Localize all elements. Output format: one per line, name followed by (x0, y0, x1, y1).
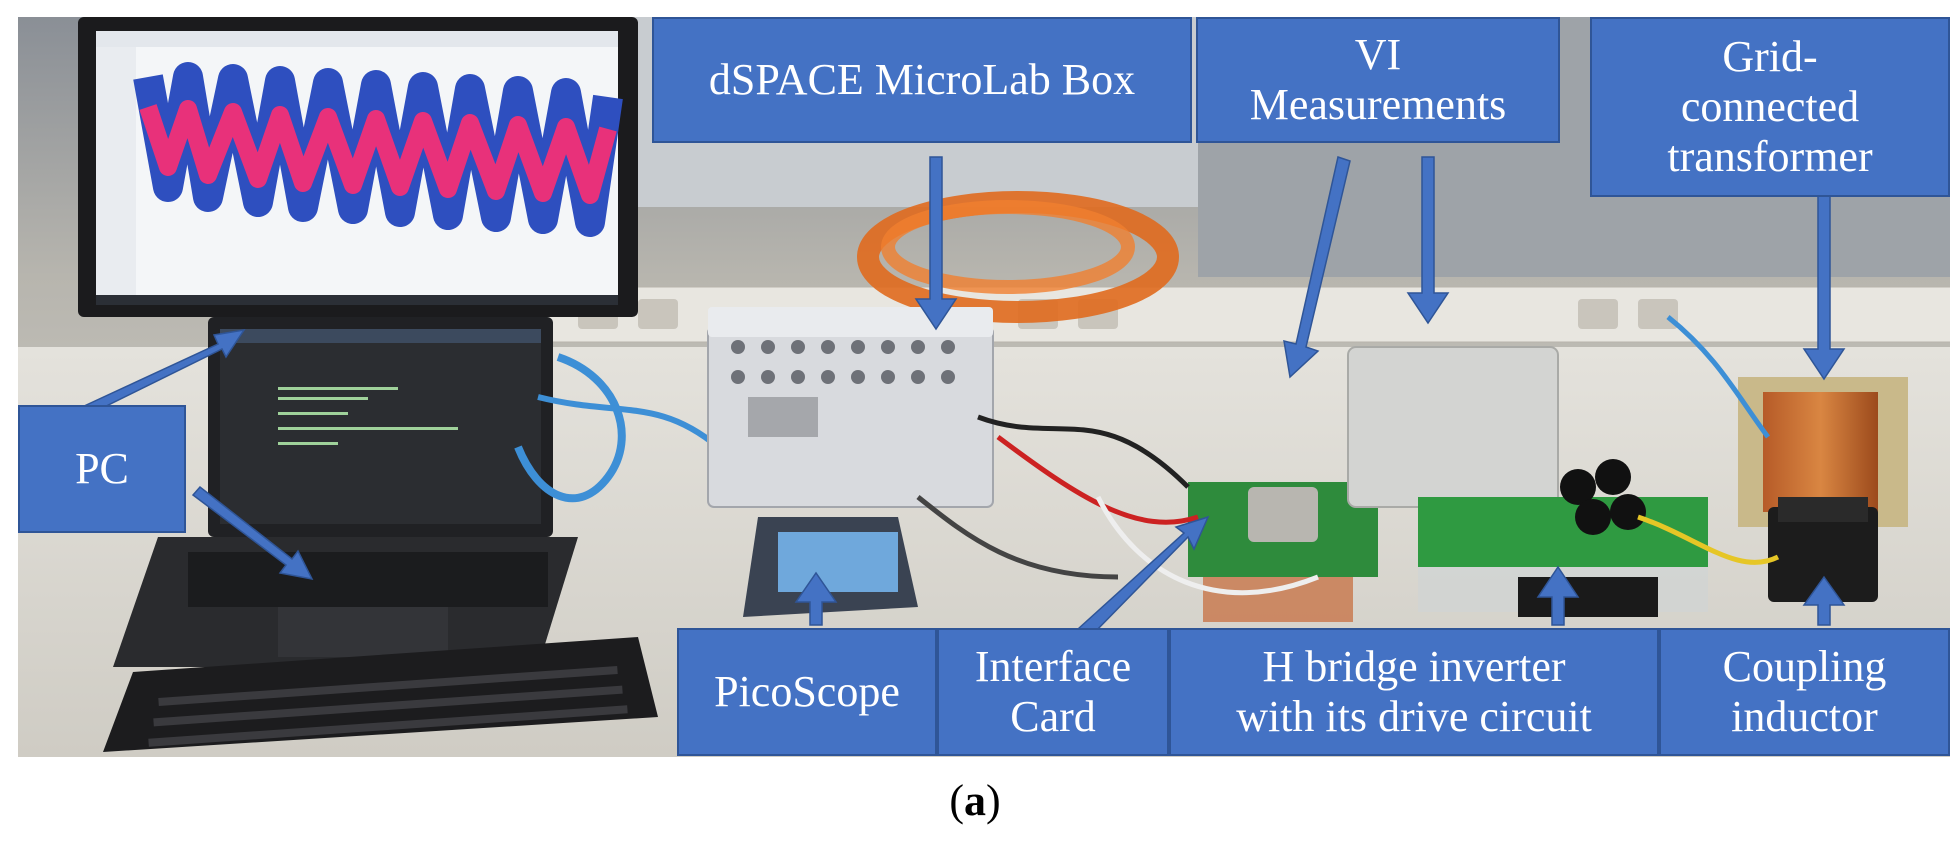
arrow-pc-monitor (80, 328, 246, 416)
figure-caption: (a) (949, 776, 1001, 825)
vi-measurement-box (1347, 346, 1559, 508)
dspace-box (707, 307, 994, 508)
waveform-pink (139, 100, 617, 204)
arrow-vi-right (1406, 156, 1450, 325)
coupling-inductor (1768, 497, 1878, 602)
arrow-interface (1076, 515, 1210, 638)
caption-letter: a (964, 776, 986, 825)
interface-card (1188, 482, 1378, 622)
keyboard (103, 637, 658, 752)
arrow-pc-laptop (191, 485, 314, 581)
label-h-bridge-inverter: H bridge inverter with its drive circuit (1169, 628, 1659, 756)
picoscope-device (743, 517, 918, 617)
arrow-dspace (914, 156, 958, 331)
laptop (113, 317, 578, 667)
label-vi-measurements: VI Measurements (1196, 17, 1560, 143)
label-interface-card: Interface Card (937, 628, 1169, 756)
label-picoscope: PicoScope (677, 628, 937, 756)
arrow-coupling (1802, 575, 1846, 626)
arrow-vi-left (1283, 156, 1351, 379)
blue-cable (514, 353, 626, 503)
label-coupling-inductor: Coupling inductor (1659, 628, 1950, 756)
arrow-picoscope (794, 571, 838, 626)
label-grid-connected-transformer: Grid- connected transformer (1590, 17, 1950, 197)
label-dspace-microlab-box: dSPACE MicroLab Box (652, 17, 1192, 143)
arrow-grid (1802, 178, 1846, 381)
label-pc: PC (18, 405, 186, 533)
annotation-arrows (80, 156, 1846, 638)
monitor (78, 17, 638, 347)
arrow-hbridge (1536, 565, 1580, 626)
